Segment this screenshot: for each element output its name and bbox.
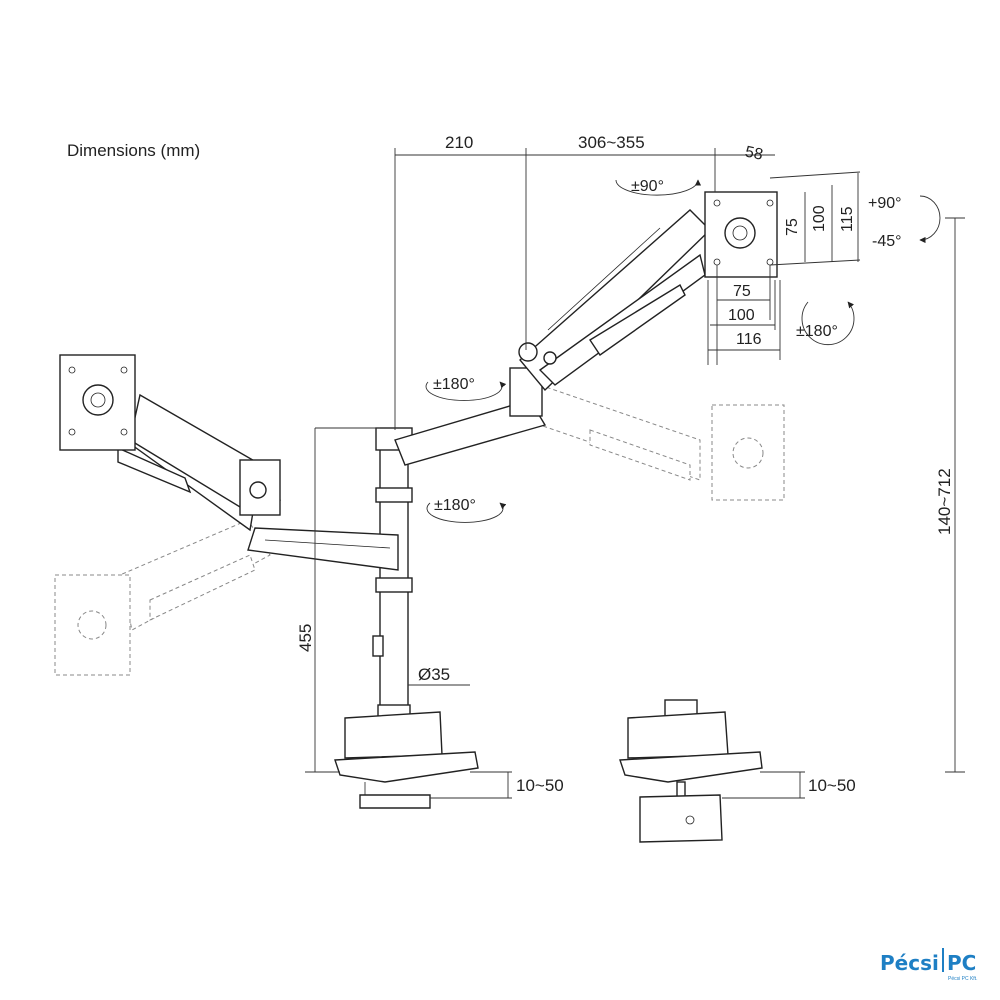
dim-head-depth: 58 — [743, 143, 764, 163]
diagram-title: Dimensions (mm) — [67, 141, 200, 160]
rot-tilt-down: -45° — [872, 233, 902, 250]
base-clamp-main — [334, 704, 479, 809]
upper-arm-right — [394, 209, 711, 466]
rot-tilt-up: +90° — [868, 195, 902, 212]
dim-vesa-inner-v: 75 — [784, 218, 801, 236]
dim-pole-diameter: Ø35 — [418, 665, 450, 684]
dim-arm-reach-inner: 210 — [445, 133, 473, 152]
dim-vesa-outer-h: 116 — [736, 331, 762, 348]
dim-vesa-outer-v: 115 — [839, 206, 856, 232]
dim-vesa-mid-h: 100 — [728, 307, 755, 324]
dimension-lines — [305, 148, 965, 799]
rot-arm-upper: ±180° — [433, 376, 475, 393]
dim-pole-height: 455 — [296, 624, 315, 652]
dim-vesa-mid-v: 100 — [811, 205, 828, 232]
watermark-brand-sub: Pécsi PC Kft. — [948, 976, 977, 982]
ghost-right-arm — [539, 384, 785, 501]
dim-height-range: 140~712 — [935, 468, 954, 535]
right-vesa-plate — [704, 191, 778, 278]
dim-arm-reach-outer: 306~355 — [578, 133, 645, 152]
pole — [372, 427, 413, 721]
rot-arm-lower: ±180° — [434, 497, 476, 514]
rotation-arcs — [425, 179, 941, 523]
dim-clamp-thickness-1: 10~50 — [516, 776, 564, 795]
dim-vesa-inner-h: 75 — [733, 283, 751, 300]
base-clamp-alt — [619, 699, 763, 843]
watermark-brand-left: Pécsi — [880, 951, 939, 975]
rot-vesa: ±180° — [796, 323, 838, 340]
dim-clamp-thickness-2: 10~50 — [808, 776, 856, 795]
left-vesa-plate — [59, 354, 136, 451]
ghost-left-arm — [54, 519, 271, 676]
watermark-logo: Pécsi PC Pécsi PC Kft. — [880, 948, 977, 982]
lower-arm-left — [117, 393, 399, 571]
rot-head: ±90° — [631, 178, 664, 195]
watermark-brand-right: PC — [947, 951, 976, 975]
